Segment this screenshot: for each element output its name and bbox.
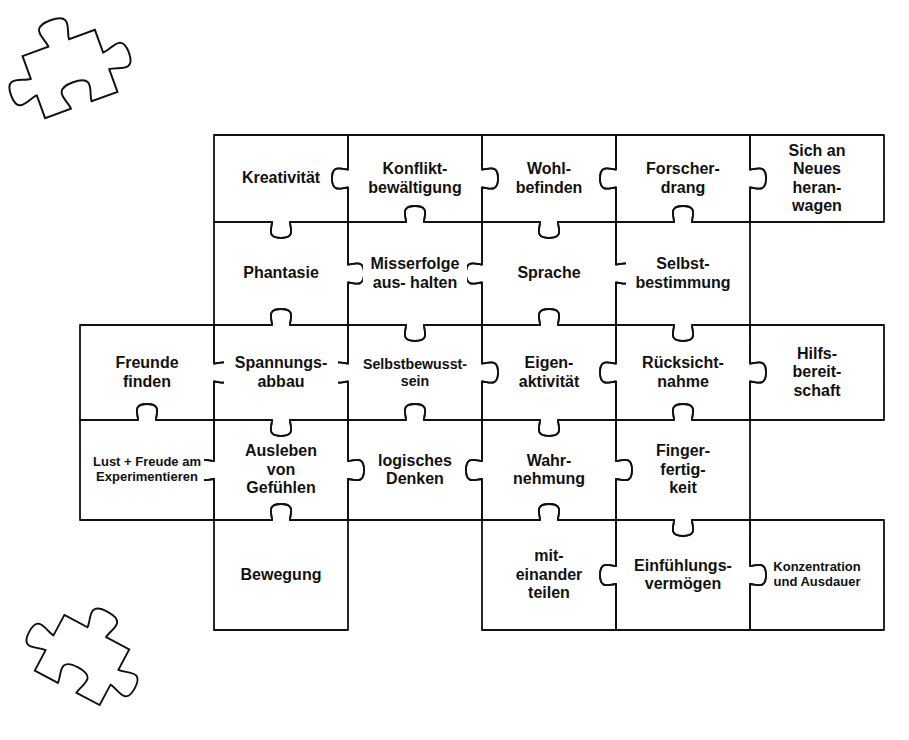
piece-border [214,222,364,325]
loose-piece [0,0,140,126]
piece-border [198,420,364,520]
puzzle-piece: Ausleben von Gefühlen [214,420,348,520]
piece-label: Einfühlungs- vermögen [626,557,740,594]
puzzle-piece: Finger- fertig- keit [616,420,750,520]
piece-border [750,135,884,222]
piece-border [750,325,884,420]
piece-border [466,420,632,520]
piece-label: Sich an Neues heran- wagen [780,142,854,216]
piece-border [600,520,766,630]
puzzle-piece: Rücksicht- nahme [616,325,750,420]
piece-border [600,325,766,420]
piece-label: Hilfs- bereit- schaft [785,345,849,400]
puzzle-piece: Freunde finden [80,325,214,420]
piece-label: Lust + Freude am Experimentieren [90,455,204,485]
puzzle-piece: Hilfs- bereit- schaft [750,325,884,420]
piece-border [214,504,348,630]
piece-label: Eigen- aktivität [502,354,596,391]
puzzle-piece: Einfühlungs- vermögen [616,520,750,630]
piece-label: Freunde finden [105,354,189,391]
puzzle-piece: Wahr- nehmung [482,420,616,520]
puzzle-piece: Selbst- bestimmung [616,222,750,325]
piece-border [616,206,750,341]
piece-label: Rücksicht- nahme [631,354,735,391]
puzzle-piece: Kreativität [214,135,348,222]
piece-border [332,325,498,420]
puzzle-piece: Lust + Freude am Experimentieren [80,420,214,520]
puzzle-piece: Bewegung [214,520,348,630]
loose-piece [14,584,160,716]
piece-border [616,404,750,536]
piece-label: Konzentration und Ausdauer [767,560,867,590]
piece-label: Wohl- befinden [502,160,596,197]
piece-label: Phantasie [241,264,321,282]
puzzle-piece: Wohl- befinden [482,135,616,222]
puzzle-piece: Spannungs- abbau [214,325,348,420]
piece-label: Konflikt- bewältigung [354,160,476,197]
piece-label: Wahr- nehmung [502,452,596,489]
puzzle-piece: Eigen- aktivität [482,325,616,420]
puzzle-piece: Selbstbewusst- sein [348,325,482,420]
puzzle-piece: logisches Denken [348,420,482,520]
puzzle-piece: mit- einander teilen [482,520,616,630]
piece-border [348,206,482,341]
piece-label: Sprache [515,264,582,282]
piece-border [348,404,482,520]
puzzle-piece: Konflikt- bewältigung [348,135,482,222]
piece-border [482,309,616,436]
puzzle-piece: Forscher- drang [616,135,750,222]
puzzle-piece: Misserfolge aus- halten [348,222,482,325]
piece-label: Bewegung [239,566,324,584]
piece-border [332,135,498,222]
piece-label: Selbst- bestimmung [626,255,740,292]
piece-label: Misserfolge aus- halten [363,255,467,292]
puzzle-piece: Sich an Neues heran- wagen [750,135,884,222]
piece-border [600,135,766,222]
piece-label: Kreativität [240,169,322,187]
piece-label: Spannungs- abbau [224,354,338,391]
piece-label: logisches Denken [368,452,462,489]
piece-label: Ausleben von Gefühlen [239,442,323,497]
piece-border [750,520,884,630]
piece-border [482,504,616,630]
piece-border [80,404,214,520]
piece-label: Finger- fertig- keit [650,442,716,497]
piece-label: Selbstbewusst- sein [349,356,481,389]
piece-label: Forscher- drang [636,160,730,197]
puzzle-piece: Konzentration und Ausdauer [750,520,884,630]
piece-border [214,309,348,436]
piece-label: mit- einander teilen [507,547,591,602]
